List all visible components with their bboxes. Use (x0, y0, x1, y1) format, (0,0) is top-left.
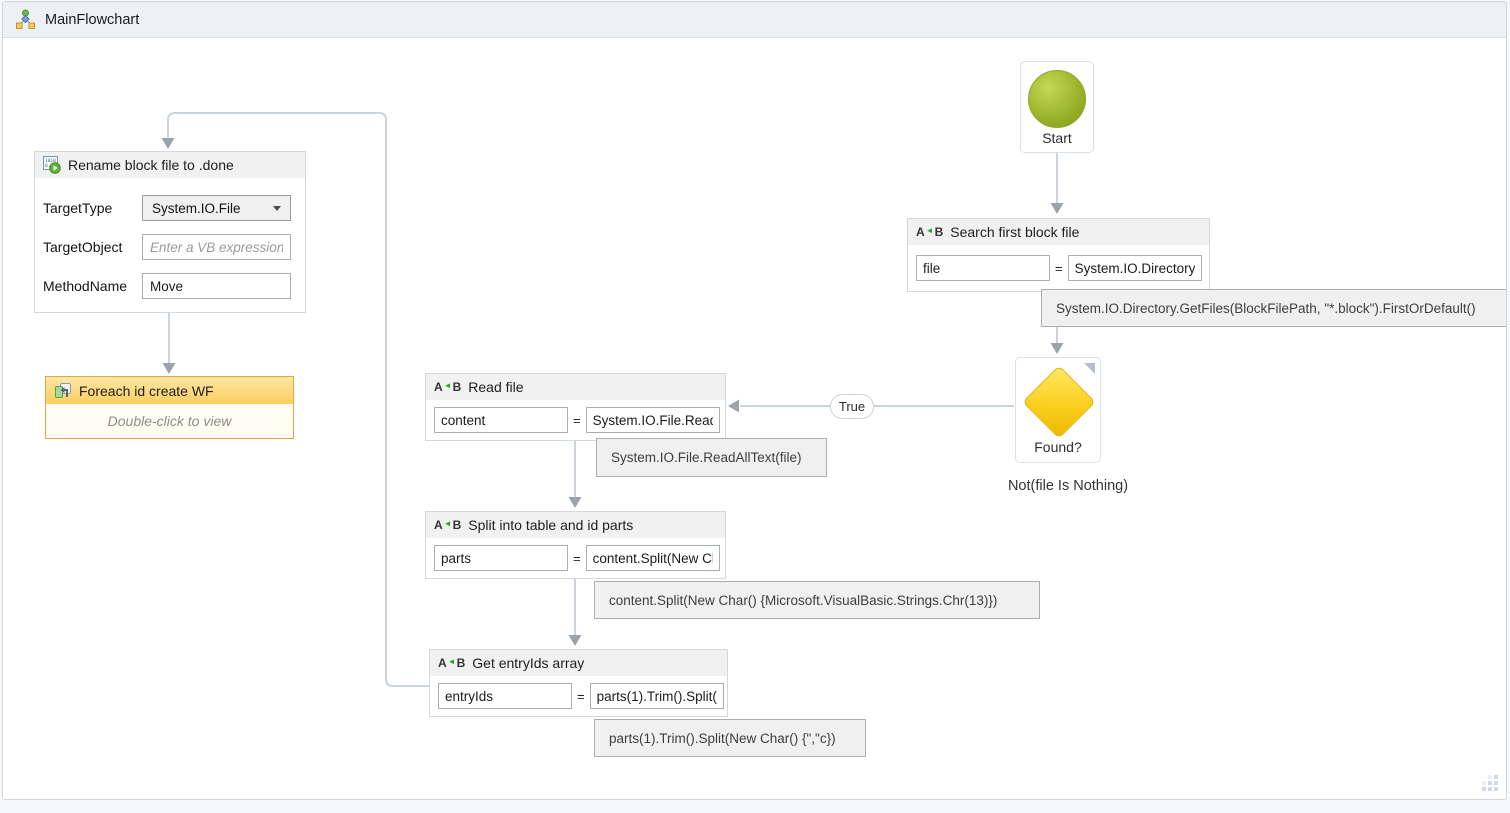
invoke-method-icon: 1010 0 (43, 156, 61, 174)
decision-label: Found? (1034, 439, 1082, 455)
activity-header[interactable]: Foreach id create WF (46, 377, 293, 404)
chevron-down-icon[interactable] (273, 205, 281, 211)
assign-to-field[interactable] (434, 545, 568, 571)
method-name-field[interactable] (142, 273, 291, 299)
equals-sign: = (1055, 260, 1063, 276)
decision-diamond-icon (1022, 365, 1096, 439)
activity-foreach-id-create-wf[interactable]: Foreach id create WF Double-click to vie… (45, 376, 294, 439)
activity-split-into-parts[interactable]: A◄B Split into table and id parts = (425, 511, 726, 579)
assign-value-field[interactable] (585, 545, 720, 571)
assign-value-field[interactable] (1067, 255, 1202, 281)
equals-sign: = (573, 550, 581, 566)
svg-text:0: 0 (45, 163, 48, 169)
activity-title: Search first block file (950, 224, 1080, 240)
page-title: MainFlowchart (45, 11, 140, 28)
decision-node-found[interactable]: Found? (1015, 357, 1101, 463)
assign-to-field[interactable] (434, 407, 568, 433)
equals-sign: = (577, 688, 585, 704)
activity-header[interactable]: A◄B Get entryIds array (430, 650, 727, 676)
true-branch-label[interactable]: True (830, 394, 874, 419)
assign-to-field[interactable] (916, 255, 1050, 281)
activity-header[interactable]: A◄B Search first block file (908, 219, 1209, 245)
assign-icon: A◄B (438, 656, 466, 670)
activity-search-first-block-file[interactable]: A◄B Search first block file = (907, 218, 1210, 292)
target-object-field[interactable] (142, 234, 291, 260)
breadcrumb-bar: MainFlowchart (3, 2, 1506, 38)
target-type-value: System.IO.File (152, 200, 241, 216)
activity-title: Foreach id create WF (79, 382, 214, 399)
resize-grip[interactable] (1480, 773, 1500, 793)
activity-rename-block-file[interactable]: 1010 0 Rename block file to .done Target… (34, 151, 306, 313)
activity-title: Get entryIds array (472, 655, 585, 671)
activity-header[interactable]: A◄B Read file (426, 374, 725, 400)
svg-text:1010: 1010 (45, 158, 56, 164)
assign-icon: A◄B (434, 380, 462, 394)
flowchart-designer-window: MainFlowchart 1010 0 (2, 1, 1507, 800)
method-name-label: MethodName (43, 278, 128, 294)
equals-sign: = (573, 412, 581, 428)
assign-icon: A◄B (916, 225, 944, 239)
activity-title: Rename block file to .done (68, 157, 234, 173)
start-circle-icon (1028, 70, 1086, 128)
assign-value-field[interactable] (585, 407, 720, 433)
activity-header[interactable]: 1010 0 Rename block file to .done (35, 152, 305, 178)
expression-tooltip: content.Split(New Char() {Microsoft.Visu… (594, 581, 1040, 619)
flowchart-icon (16, 9, 35, 29)
activity-title: Read file (468, 379, 524, 395)
collapse-corner-icon[interactable] (1084, 363, 1095, 374)
decision-condition: Not(file Is Nothing) (1007, 478, 1129, 494)
start-node[interactable]: Start (1020, 61, 1094, 153)
target-type-label: TargetType (43, 200, 113, 216)
activity-get-entryids-array[interactable]: A◄B Get entryIds array = (429, 649, 728, 717)
activity-title: Split into table and id parts (468, 517, 634, 533)
target-type-dropdown[interactable]: System.IO.File (142, 195, 291, 221)
assign-value-field[interactable] (589, 683, 724, 709)
expression-tooltip: System.IO.Directory.GetFiles(BlockFilePa… (1041, 289, 1506, 327)
assign-to-field[interactable] (438, 683, 572, 709)
start-label: Start (1042, 130, 1072, 146)
invoke-workflow-icon (55, 382, 71, 398)
double-click-hint[interactable]: Double-click to view (107, 413, 232, 429)
expression-tooltip: parts(1).Trim().Split(New Char() {","c}) (594, 719, 866, 757)
target-object-label: TargetObject (43, 239, 123, 255)
expression-tooltip: System.IO.File.ReadAllText(file) (596, 438, 827, 477)
assign-icon: A◄B (434, 518, 462, 532)
activity-header[interactable]: A◄B Split into table and id parts (426, 512, 725, 538)
activity-read-file[interactable]: A◄B Read file = (425, 373, 726, 441)
